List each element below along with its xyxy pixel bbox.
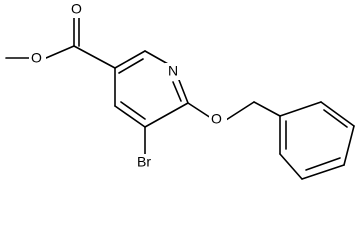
phenyl-bond-4 [301,164,345,180]
ring-nitrogen-label: N [168,63,178,79]
bromine-label: Br [137,154,151,170]
ring-bond-c5-c4-inner [120,101,146,120]
phenyl-bond-2 [320,101,355,127]
ring-bond-n-c6 [178,79,189,104]
ether-oxygen-label: O [211,111,222,127]
ester-oxygen-label-background [29,50,46,67]
carbonyl-carbon-to-ring-bond [73,45,116,69]
nitrogen-label-background [165,63,183,80]
ring-bond-c3-c2-inner [118,58,144,74]
ether-oxygen-to-ch2-bond [225,101,255,121]
phenyl-bond-2-inner [323,109,348,128]
ring-bond-c2-n [144,50,169,65]
structure-canvas: O O N Br O [5,0,355,180]
bromine-label-background [135,154,159,172]
carbonyl-oxygen-label-background [69,2,87,18]
phenyl-bond-5 [279,153,303,180]
ring-to-ether-oxygen-bond [187,102,212,119]
carbonyl-oxygen-label: O [71,1,82,17]
ring-bond-n-c6-inner [172,81,182,102]
ring-bond-c6-c5 [144,102,189,128]
chemical-structure: O O N Br O [5,1,355,180]
ring-bond-c5-c4 [114,105,146,128]
ring-bond-c3-c2 [114,50,146,69]
phenyl-bond-1 [279,101,322,117]
ether-oxygen-label-background [209,111,227,128]
phenyl-bond-3 [343,125,355,166]
methoxy-oxygen-label: O [31,50,42,66]
ch2-to-phenyl-bond [253,101,281,117]
phenyl-bond-4-inner [305,157,341,171]
ester-oxygen-to-carbonyl-carbon-bond [45,45,75,59]
